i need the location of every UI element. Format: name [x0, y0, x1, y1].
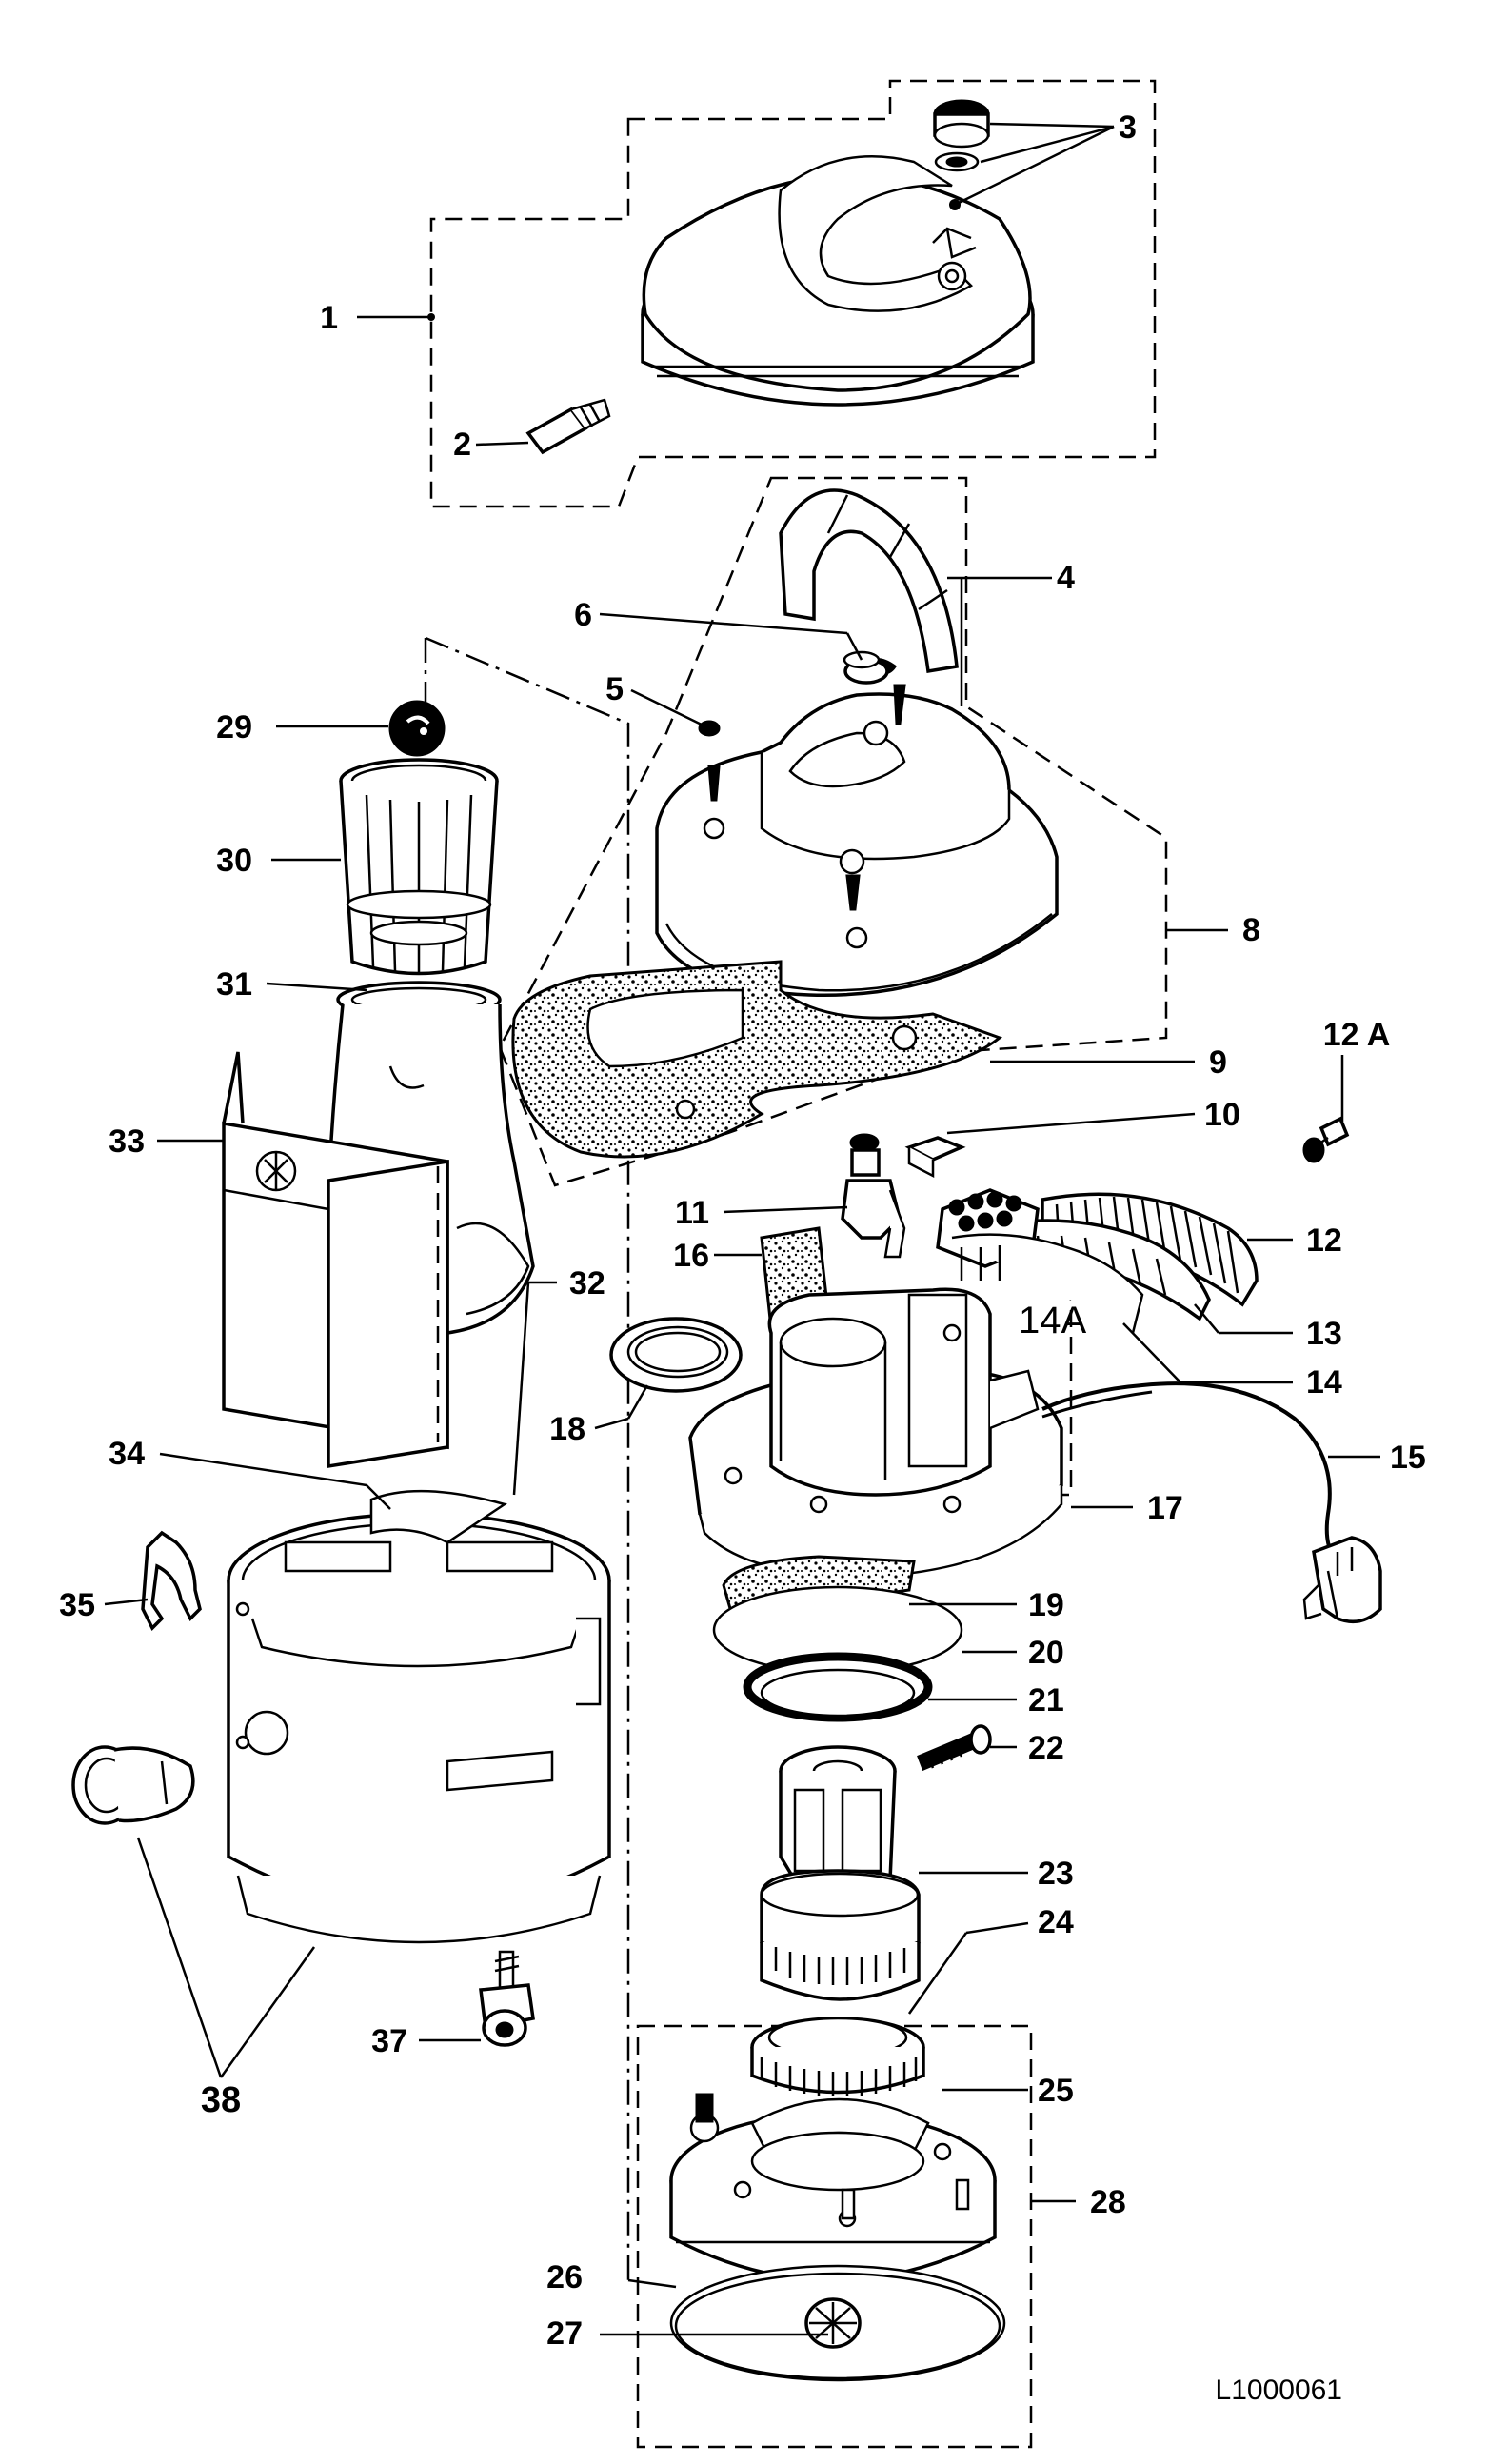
cap-part-3 — [933, 99, 990, 210]
filter-disk-part-27 — [804, 2297, 862, 2349]
callout-8: 8 — [1242, 912, 1260, 948]
callout-37: 37 — [371, 2023, 407, 2059]
lid-part-1 — [641, 155, 1035, 407]
callout-21: 21 — [1028, 1682, 1064, 1719]
callout-38: 38 — [201, 2080, 241, 2120]
callout-14: 14 — [1306, 1364, 1342, 1401]
callout-2: 2 — [453, 427, 471, 463]
callout-19: 19 — [1028, 1587, 1064, 1623]
power-cord-part-15 — [1041, 1381, 1382, 1624]
callout-24: 24 — [1038, 1904, 1074, 1940]
callout-12a: 12 A — [1323, 1017, 1391, 1053]
callout-10: 10 — [1204, 1097, 1240, 1133]
callout-13: 13 — [1306, 1316, 1342, 1352]
float-ball-part-29 — [388, 700, 446, 757]
callout-35: 35 — [59, 1587, 95, 1623]
base-part-28 — [669, 2093, 997, 2282]
callout-5: 5 — [605, 671, 624, 707]
callout-23: 23 — [1038, 1856, 1074, 1892]
castor-part-37 — [479, 1950, 535, 2047]
float-cage-part-30 — [339, 758, 499, 976]
callout-27: 27 — [546, 2315, 583, 2352]
handle-part-4 — [779, 488, 959, 674]
callout-14a: 14A — [1019, 1300, 1086, 1341]
leader-lines — [104, 122, 1380, 2336]
callout-31: 31 — [216, 966, 252, 1003]
callout-32: 32 — [569, 1265, 605, 1302]
callout-26: 26 — [546, 2259, 583, 2295]
callout-34: 34 — [109, 1436, 145, 1472]
callout-33: 33 — [109, 1123, 145, 1160]
connector-part-11 — [841, 1133, 906, 1259]
callout-15: 15 — [1390, 1440, 1426, 1476]
callout-29: 29 — [216, 709, 252, 745]
fan-ring-part-24 — [750, 2017, 925, 2096]
motor-cover-part-8 — [655, 650, 1059, 998]
motor-part-23 — [760, 1745, 921, 2001]
callout-3: 3 — [1119, 109, 1137, 146]
block-part-10 — [904, 1136, 966, 1179]
clip-part-35 — [141, 1530, 202, 1631]
terminal-block-part-14 — [936, 1188, 1144, 1334]
callout-6: 6 — [574, 597, 592, 633]
screw-part-12A — [1302, 1116, 1350, 1163]
bag-edge-part-34 — [369, 1489, 507, 1544]
hose-coupling-part-38 — [71, 1745, 195, 1825]
ring-part-18 — [609, 1317, 743, 1393]
callout-22: 22 — [1028, 1730, 1064, 1766]
callout-20: 20 — [1028, 1635, 1064, 1671]
callout-28: 28 — [1090, 2184, 1126, 2220]
callout-11: 11 — [675, 1195, 709, 1231]
callout-17: 17 — [1147, 1490, 1183, 1526]
foam-gasket-part-9 — [511, 960, 1003, 1159]
group-boundary-base — [636, 2024, 1033, 2449]
motor-housing-part-17 — [688, 1287, 1063, 1578]
group-boundary-filter — [425, 636, 630, 2285]
callout-4: 4 — [1057, 560, 1075, 596]
figure-reference-code: L1000061 — [1216, 2375, 1342, 2406]
seal-ring-part-21 — [743, 1652, 933, 1722]
screw-part-22 — [917, 1724, 992, 1771]
callout-12: 12 — [1306, 1222, 1342, 1259]
callout-18: 18 — [549, 1411, 585, 1447]
valve-part-2 — [525, 398, 611, 455]
tank-part-36 — [227, 1512, 611, 1944]
callout-16: 16 — [673, 1238, 709, 1274]
callout-9: 9 — [1209, 1044, 1227, 1081]
callout-30: 30 — [216, 843, 252, 879]
callout-1: 1 — [320, 300, 338, 336]
callout-25: 25 — [1038, 2073, 1074, 2109]
paper-bag-part-33 — [222, 1051, 449, 1469]
